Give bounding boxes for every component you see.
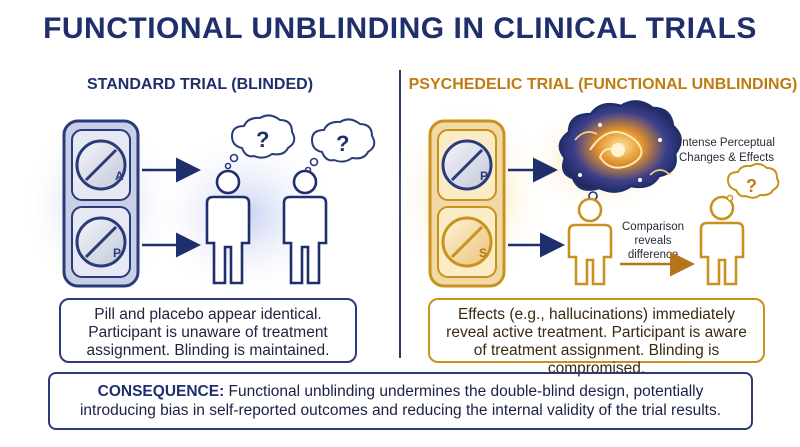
blister-pack-left [62, 119, 140, 288]
standard-trial-description: Pill and placebo appear identical. Parti… [59, 298, 357, 363]
pill-s-label: S [479, 246, 487, 260]
participant-figure-2 [282, 169, 328, 285]
pill-a-label: A [115, 169, 124, 183]
effect-label-line2: Changes & Effects [679, 152, 774, 164]
psychedelic-trial-description: Effects (e.g., hallucinations) immediate… [428, 298, 765, 377]
pill-p-label: P [113, 246, 121, 260]
consequence-box: CONSEQUENCE: Functional unblinding under… [48, 372, 753, 430]
consequence-text: Functional unblinding undermines the dou… [79, 383, 721, 419]
question-mark-1: ? [256, 127, 269, 152]
psychedelic-trial-heading: PSYCHEDELIC TRIAL (FUNCTIONAL UNBLINDING… [408, 76, 798, 93]
comparison-label-line1: Comparison [622, 221, 684, 233]
effect-label-line1: Intense Perceptual [679, 137, 775, 149]
pill-p-right-label: P [480, 169, 488, 183]
consequence-label: CONSEQUENCE: [97, 383, 225, 400]
blister-pack-right [428, 119, 506, 288]
question-mark-3: ? [746, 176, 757, 196]
participant-figure-3 [567, 197, 613, 286]
participant-figure-4 [699, 195, 745, 286]
question-mark-2: ? [336, 131, 349, 156]
standard-trial-heading: STANDARD TRIAL (BLINDED) [86, 76, 314, 93]
thought-bubble-right [726, 162, 780, 202]
comparison-label-line3: difference [628, 249, 678, 261]
page-title: FUNCTIONAL UNBLINDING IN CLINICAL TRIALS [43, 12, 757, 45]
participant-figure-1 [205, 169, 251, 285]
thought-bubble-left-1 [224, 114, 296, 170]
comparison-label-line2: reveals [634, 235, 671, 247]
